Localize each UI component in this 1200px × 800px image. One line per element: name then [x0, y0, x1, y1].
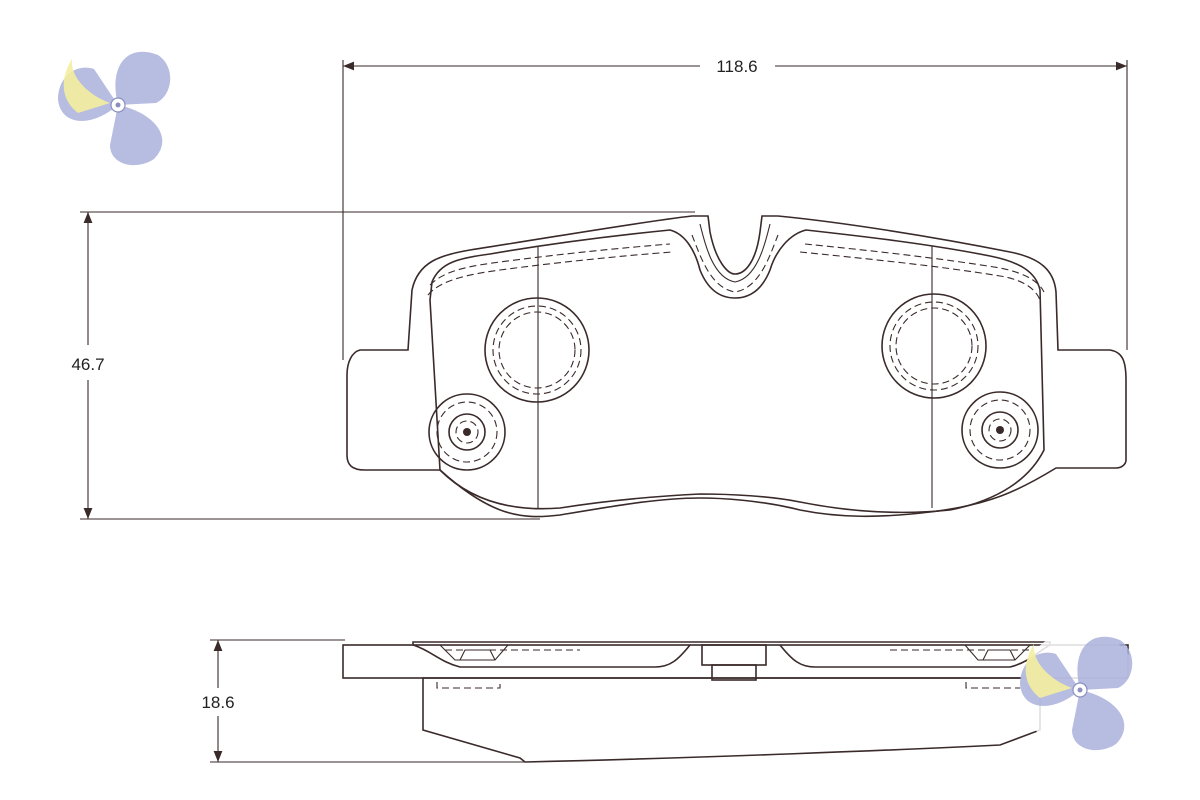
friction-material	[429, 229, 1045, 514]
clip-left	[439, 644, 509, 661]
side-center-pin	[711, 664, 757, 681]
thickness-dimension: 18.6	[201, 639, 525, 763]
width-dimension-label: 118.6	[716, 57, 757, 76]
backing-plate-outline	[346, 215, 1127, 518]
clip-right	[964, 644, 1031, 661]
pinwheel-logo-icon-bottom	[1020, 630, 1140, 751]
width-dimension: 118.6	[342, 57, 1128, 360]
pin-hole-left	[484, 297, 590, 403]
center-notch	[691, 234, 779, 293]
height-dimension-label: 46.7	[71, 355, 104, 374]
thickness-dimension-label: 18.6	[201, 693, 234, 712]
height-dimension: 46.7	[71, 211, 695, 520]
center-notch-inner	[699, 223, 771, 283]
pin-hole-right	[881, 293, 987, 399]
rivet-hole-left	[428, 393, 506, 471]
wear-line-left	[427, 251, 673, 296]
side-friction-material	[422, 677, 1041, 763]
side-rivet-left	[436, 682, 501, 689]
wear-line-right-2	[804, 243, 1045, 293]
wear-line-right	[799, 251, 1041, 301]
rivet-hole-right	[961, 391, 1039, 469]
pinwheel-logo-icon	[58, 45, 178, 166]
side-center-lug	[701, 644, 767, 666]
wear-line-left-2	[429, 243, 671, 286]
